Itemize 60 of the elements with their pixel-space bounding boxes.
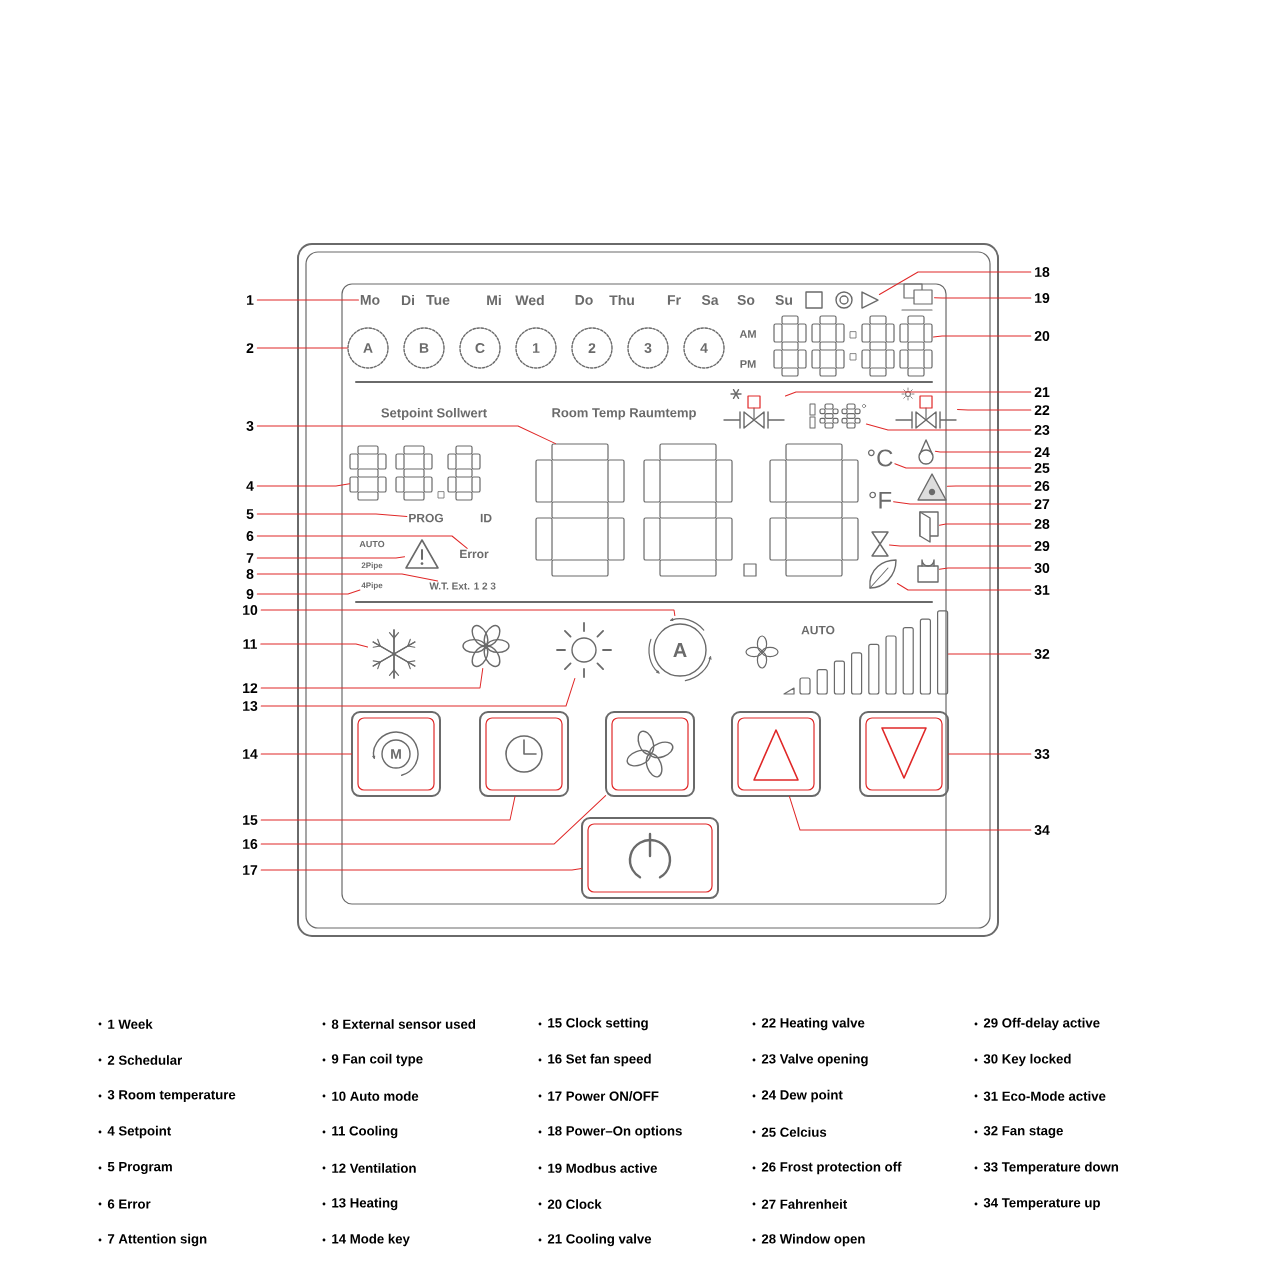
play-icon [861,291,879,309]
leader-line [260,667,484,689]
leader-line [256,573,439,582]
leader-line [256,483,351,487]
leader-line [256,556,406,559]
hourglass-icon [871,531,889,557]
unit-symbol: °F [869,491,892,509]
warning-icon [405,539,439,569]
up-button [731,711,821,797]
leader-line [933,297,1032,299]
leader-line [260,643,369,648]
leader-line [256,299,359,301]
leader-line [256,535,468,549]
leader-line [260,609,676,617]
leader-line [865,423,1032,431]
fan-stage-bars-drawing [783,610,949,695]
leader-line [256,347,348,349]
ventilation-icon [462,624,510,668]
power-button [581,817,719,899]
leader-line [256,425,557,445]
clock-digits-drawing [773,315,933,377]
fan-button [605,711,695,797]
leader-line [938,523,1032,526]
leader-line [788,795,1032,831]
frost-warning-icon [917,473,947,501]
leaf-icon [869,559,897,589]
leader-line [956,409,1032,411]
room-temperature-digits-drawing [535,443,859,577]
cooling-valve-icon [723,388,785,429]
leader-line [893,501,1032,505]
leader-line [878,271,1032,295]
leader-line [888,544,1032,547]
unit-symbol: °C [868,449,893,467]
leader-line [947,653,1032,655]
down-button [859,711,949,797]
leader-line [260,868,583,871]
valve-opening-digits-drawing [809,403,866,429]
leader-line [934,450,1032,453]
leader-line [784,391,1032,397]
leader-line [256,513,408,517]
leader-line [256,589,361,595]
snowflake-icon [372,629,416,679]
leader-line [260,795,607,845]
leader-line [260,795,516,821]
computer-icon [901,283,933,311]
leader-line [932,335,1032,338]
leader-line [260,753,353,755]
sun-icon [556,622,612,678]
drop-icon [918,439,934,465]
leader-line [896,583,1032,591]
leader-line [894,463,1032,469]
door-icon [919,511,939,543]
leader-line [938,567,1032,570]
heating-valve-icon [895,387,957,429]
leader-line [260,677,576,707]
leader-line [946,485,1032,487]
lock-icon [917,559,939,583]
leader-line [947,753,1032,755]
clock-button [479,711,569,797]
setpoint-digits-drawing [349,445,481,501]
